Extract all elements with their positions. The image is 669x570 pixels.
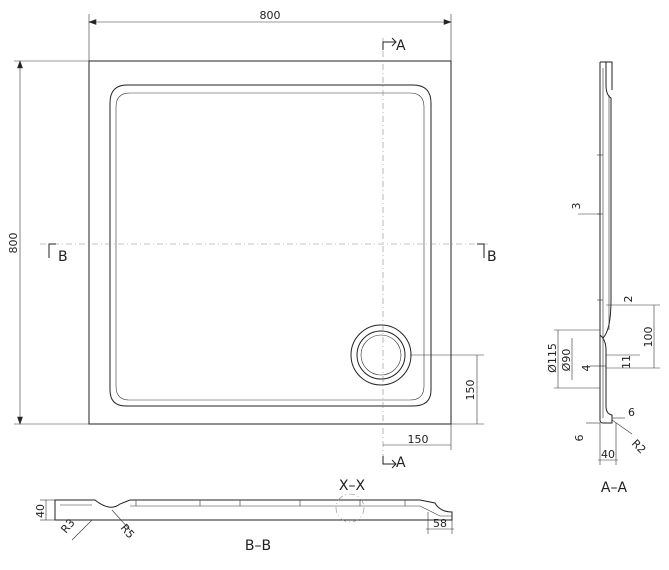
dim-r3-leader <box>71 519 93 541</box>
section-marker-b-right <box>477 243 485 258</box>
drain-mid <box>356 330 406 380</box>
dim-r2-label: R2 <box>629 437 649 457</box>
section-marker-a-top <box>382 37 397 50</box>
section-bb-ticks <box>135 500 406 506</box>
drain-inner <box>360 334 402 376</box>
dim-58-label: 58 <box>433 517 447 530</box>
dim-height-arrows <box>17 60 23 425</box>
dim-d115-label: Ø115 <box>546 343 559 373</box>
dim-40-aa-label: 40 <box>601 448 615 461</box>
plan-view: A A B B 800 800 150 150 <box>7 9 497 471</box>
dim-drain-x-label: 150 <box>408 433 429 446</box>
detail-xx-label: X–X <box>339 478 366 494</box>
section-marker-b-left <box>48 243 56 258</box>
section-b-right-label: B <box>487 249 497 265</box>
section-marker-a-bottom <box>382 456 397 469</box>
dim-100-label: 100 <box>642 327 655 348</box>
section-b-left-label: B <box>58 249 68 265</box>
basin-inner-edge <box>115 92 425 401</box>
dim-r2-leader <box>611 419 633 435</box>
basin-outer-edge <box>109 84 432 407</box>
dim-drain-y-label: 150 <box>464 380 477 401</box>
dim-40-bb-label: 40 <box>34 504 47 518</box>
dim-r5-leader <box>111 509 131 531</box>
dim-6-left-label: 6 <box>573 435 586 442</box>
section-a-top-label: A <box>396 38 406 54</box>
section-bb-profile <box>54 499 453 521</box>
dim-width-label: 800 <box>260 9 281 22</box>
section-bb-title: B–B <box>245 538 271 554</box>
section-bb: 40 R3 R5 58 X–X B–B <box>34 478 454 554</box>
section-a-bottom-label: A <box>396 455 406 471</box>
dim-height-label: 800 <box>7 233 20 254</box>
dim-r3-label: R3 <box>58 516 77 536</box>
section-aa-title: A–A <box>601 480 628 496</box>
tray-outline <box>88 60 452 425</box>
dim-width-arrows <box>88 19 452 25</box>
dim-6-right-label: 6 <box>628 406 635 419</box>
section-aa-inner <box>602 68 610 418</box>
dim-d90-label: Ø90 <box>560 349 573 372</box>
drain-outer <box>350 324 412 386</box>
dim-11-label: 11 <box>620 355 633 369</box>
dim-4-label: 4 <box>580 365 593 372</box>
dim-3-label: 3 <box>570 203 583 210</box>
section-aa-profile <box>599 61 613 424</box>
detail-xx-circle <box>335 493 365 523</box>
section-aa: 3 2 100 11 4 Ø115 Ø90 6 R2 6 40 A– <box>546 61 660 496</box>
dim-r5-label: R5 <box>118 522 137 542</box>
dim-2-label: 2 <box>622 296 635 303</box>
section-bb-inner <box>60 504 452 517</box>
